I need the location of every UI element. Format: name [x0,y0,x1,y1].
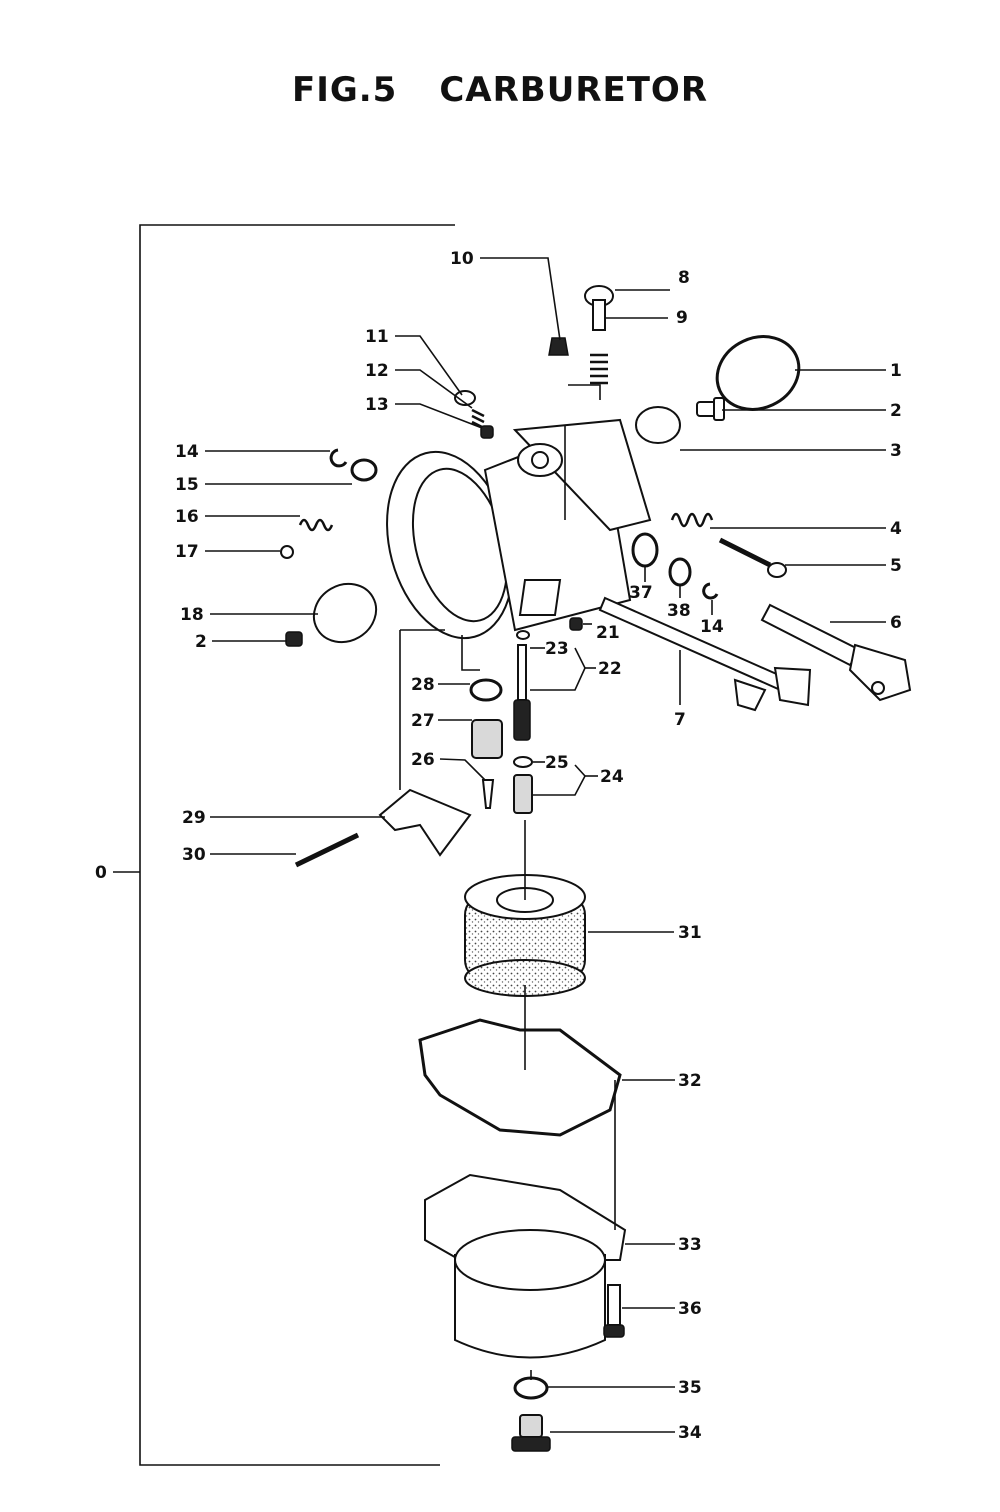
part-29-float-arm [378,788,472,857]
callout-6: 6 [890,613,902,633]
part-23-o-ring [516,630,530,640]
callout-9: 9 [676,308,688,328]
part-6-throttle-shaft [760,603,912,702]
callout-23: 23 [545,639,569,659]
part-37-bearing [631,532,659,568]
callout-30: 30 [182,845,206,865]
callout-14: 14 [175,442,199,462]
callout-8: 8 [678,268,690,288]
part-7-choke-shaft [598,596,812,712]
callout-13: 13 [365,395,389,415]
part-11-cap [454,390,476,406]
callout-labels: 0 1 2 3 4 5 6 7 8 9 10 11 12 13 14 15 16… [95,249,902,1443]
leader-lines [113,257,886,1433]
callout-31: 31 [678,923,702,943]
callout-27: 27 [411,711,435,731]
part-18-plate [312,582,378,644]
callout-25: 25 [545,753,569,773]
callout-17: 17 [175,542,199,562]
figure-title: FIG.5 CARBURETOR [0,70,1000,110]
callout-18: 18 [180,605,204,625]
alignment-lines [399,629,616,1380]
callout-1: 1 [890,361,902,381]
callout-22: 22 [598,659,622,679]
part-34-drain-screw [511,1414,551,1452]
callout-21: 21 [596,623,620,643]
part-14-clip-right [702,582,719,600]
callout-35: 35 [678,1378,702,1398]
part-10-plug [548,337,569,356]
assembly-bracket [139,224,455,1466]
part-25-o-ring [513,756,533,768]
callout-32: 32 [678,1071,702,1091]
part-4-spring [670,512,714,528]
part-2-screw-left [285,631,303,647]
callout-3: 3 [890,441,902,461]
callout-33: 33 [678,1235,702,1255]
callout-12: 12 [365,361,389,381]
part-13-screw [480,425,494,439]
callout-10: 10 [450,249,474,269]
part-8-screw [584,285,614,331]
part-17-ball [280,545,294,559]
figure-name: CARBURETOR [439,70,708,110]
callout-7: 7 [674,710,686,730]
callout-24: 24 [600,767,624,787]
part-2-screw [696,397,725,421]
part-36-bolt [603,1284,625,1338]
callout-0: 0 [95,863,107,883]
figure-number: FIG.5 [291,70,398,110]
part-28-gasket [469,678,503,702]
callout-5: 5 [890,556,902,576]
part-14-clip [329,448,348,468]
callout-14-right: 14 [700,617,724,637]
part-9-spring [590,353,608,385]
callout-29: 29 [182,808,206,828]
callout-15: 15 [175,475,199,495]
callout-16: 16 [175,507,199,527]
part-16-spring [298,518,334,532]
carburetor-body [386,384,652,640]
callout-26: 26 [411,750,435,770]
callout-36: 36 [678,1299,702,1319]
part-26-needle-valve [481,779,495,809]
callout-2-left: 2 [195,632,207,652]
part-21-screw [569,617,583,631]
part-15-washer [350,458,378,482]
part-32-gasket [418,1018,622,1137]
callout-38: 38 [667,601,691,621]
callout-28: 28 [411,675,435,695]
part-5-adjust-screw [718,537,787,578]
part-24-jet [513,774,533,814]
part-38-washer [668,557,692,587]
part-35-washer [513,1376,549,1400]
part-22-needle [513,644,531,741]
callout-2: 2 [890,401,902,421]
callout-37: 37 [629,583,653,603]
part-30-pin [294,832,360,868]
part-1-o-ring [715,335,801,411]
callout-34: 34 [678,1423,702,1443]
part-27-seat [471,719,503,759]
part-3-plate [635,406,681,444]
callout-11: 11 [365,327,389,347]
callout-4: 4 [890,519,902,539]
part-33-float-bowl [424,1173,627,1359]
